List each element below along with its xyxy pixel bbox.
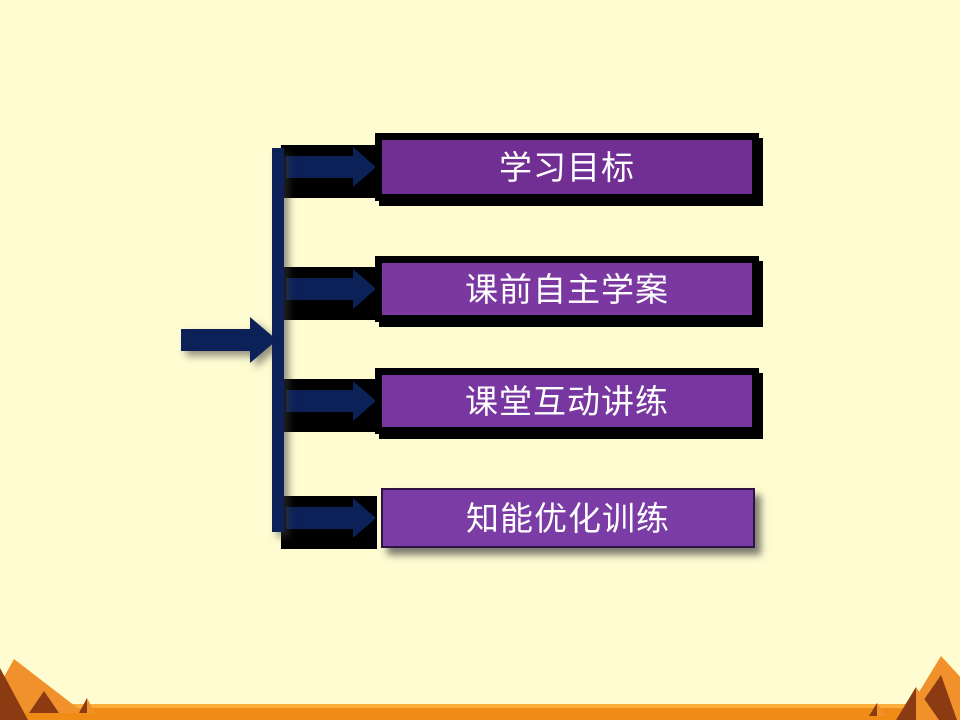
nav-item-label: 学习目标 <box>499 147 635 187</box>
footer-stripe-light <box>0 704 960 708</box>
branch-arrow-icon <box>286 381 376 421</box>
nav-item-label: 课前自主学案 <box>465 269 669 309</box>
nav-item-optimization-training[interactable]: 知能优化训练 <box>381 488 755 548</box>
nav-item-label: 知能优化训练 <box>466 498 670 538</box>
bracket-line <box>272 148 284 532</box>
corner-decoration-right <box>869 656 960 720</box>
branch-arrow-shadows <box>281 145 377 549</box>
branch-arrow-icon <box>286 498 376 538</box>
branch-arrow-icon <box>286 147 376 187</box>
corner-decoration-left <box>0 659 95 720</box>
nav-item-label: 课堂互动讲练 <box>465 381 669 421</box>
root-arrow-icon <box>181 317 277 363</box>
branch-arrows <box>286 147 376 538</box>
nav-item-preclass-study[interactable]: 课前自主学案 <box>375 256 759 322</box>
nav-item-learning-goals[interactable]: 学习目标 <box>375 133 759 201</box>
branch-arrow-icon <box>286 269 376 309</box>
nav-item-class-interaction[interactable]: 课堂互动讲练 <box>375 368 759 434</box>
footer-stripe <box>0 708 960 720</box>
